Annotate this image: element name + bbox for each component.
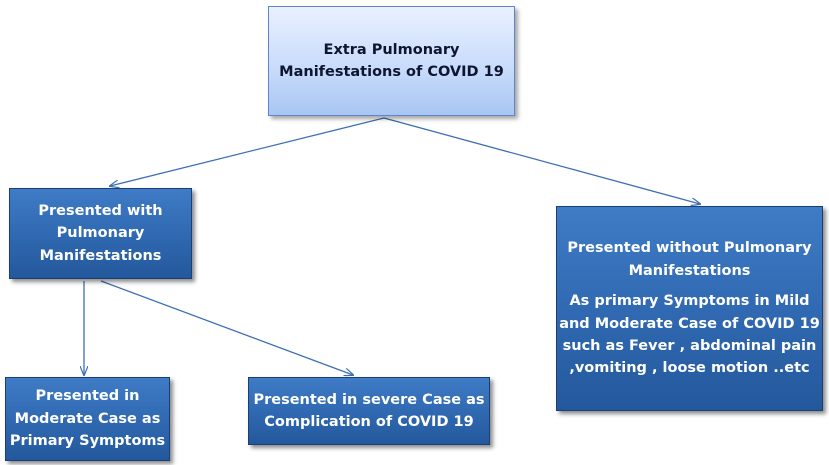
connector-root-to-with xyxy=(110,117,385,186)
node-severe-label: Presented in severe Case as Complication… xyxy=(253,391,485,430)
node-with-label: Presented with Pulmonary Manifestations xyxy=(38,202,163,264)
node-root-label: Extra Pulmonary Manifestations of COVID … xyxy=(279,41,504,80)
node-moderate-label: Presented in Moderate Case as Primary Sy… xyxy=(9,388,166,450)
node-presented-with-pulmonary: Presented with Pulmonary Manifestations xyxy=(9,188,192,279)
node-without-detail: As primary Symptoms in Mild and Moderate… xyxy=(559,293,820,377)
node-without-heading: Presented without Pulmonary Manifestatio… xyxy=(567,240,812,279)
node-severe-case: Presented in severe Case as Complication… xyxy=(248,377,490,445)
node-presented-without-pulmonary: Presented without Pulmonary Manifestatio… xyxy=(556,206,823,411)
node-moderate-case: Presented in Moderate Case as Primary Sy… xyxy=(5,377,170,461)
node-extra-pulmonary-manifestations: Extra Pulmonary Manifestations of COVID … xyxy=(268,6,515,116)
connector-with-to-severe xyxy=(100,280,353,375)
connector-root-to-without xyxy=(383,117,700,204)
